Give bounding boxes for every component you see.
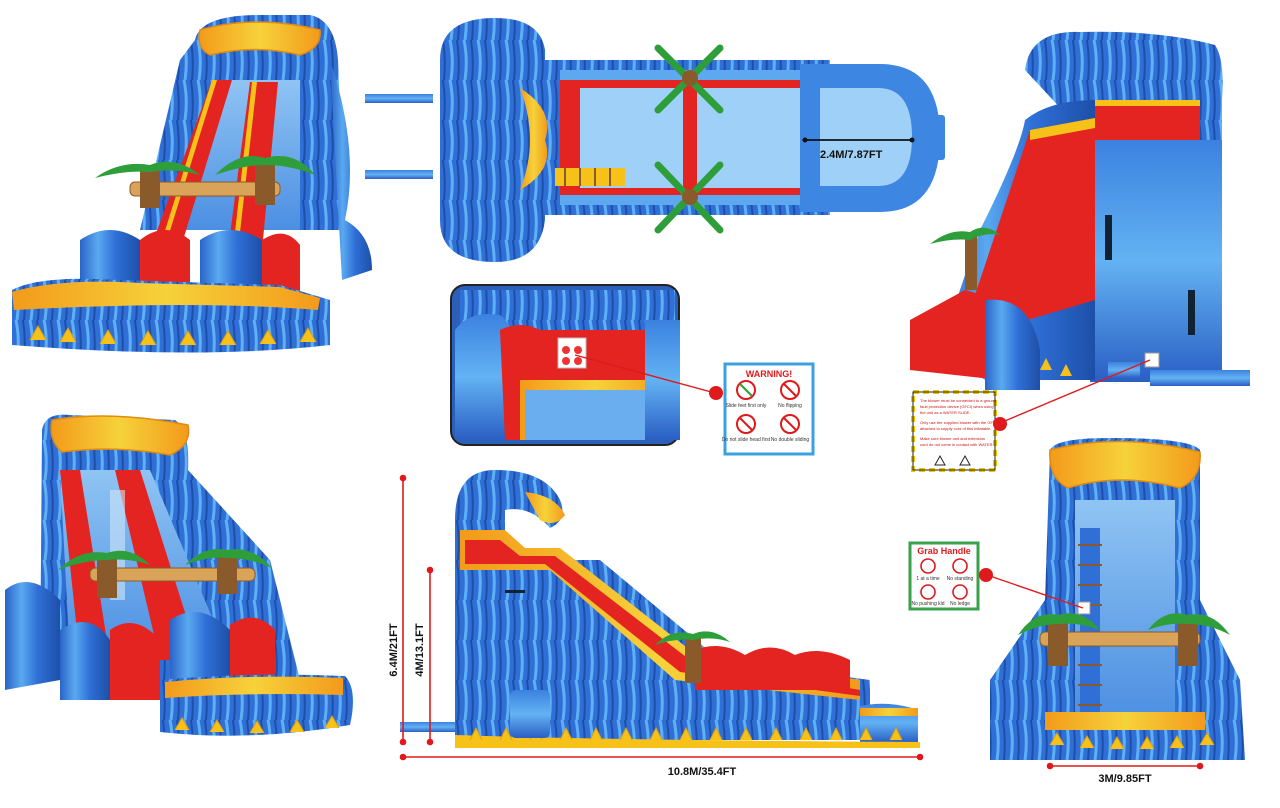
slide-height-label: 4M/13.1FT <box>414 623 426 676</box>
grab-caption: No standing <box>947 576 974 582</box>
sign-line: Make sure blower unit and extension <box>920 436 985 441</box>
sign-line: cord do not come in contact with WATER <box>920 442 993 447</box>
length-label: 10.8M/35.4FT <box>668 766 737 778</box>
sign-line: fault protection device (GFCI) when usin… <box>920 404 994 409</box>
warning-sign: WARNING! Slide feet first only No flippi… <box>722 362 815 456</box>
grab-caption: No ledge <box>950 601 970 607</box>
warning-sign-title: WARNING! <box>746 369 793 379</box>
sign-line: The blower must be connected to a ground <box>920 398 996 403</box>
blower-safety-sign: The blower must be connected to a ground… <box>911 390 997 472</box>
warning-caption: Slide feet first only <box>726 403 767 409</box>
warning-icons <box>736 380 800 434</box>
slide-view-front-left <box>12 15 372 353</box>
sign-line: Only use the supplied blower with the GF… <box>920 420 997 425</box>
grab-handle-sign: Grab Handle 1 at a time No standing No p… <box>908 541 980 611</box>
hazard-icon <box>934 454 971 466</box>
warning-caption: No flipping <box>778 403 802 409</box>
sign-line: the unit as a WATER SLIDE. <box>920 410 971 415</box>
warning-caption: Do not slide head first <box>722 437 771 443</box>
total-height-label: 6.4M/21FT <box>388 623 400 676</box>
slide-view-side: 6.4M/21FT 4M/13.1FT 10.8M/35.4FT <box>388 470 924 778</box>
warning-caption: No double sliding <box>771 437 810 443</box>
grab-caption: No pushing kid <box>911 601 944 607</box>
slide-view-front: 3M/9.85FT <box>990 438 1245 785</box>
sign-line: attached to supply cord of this inflatab… <box>920 426 991 431</box>
slide-view-front-right <box>5 414 354 736</box>
slide-view-top: 2.4M/7.87FT <box>365 18 945 262</box>
width-label: 3M/9.85FT <box>1098 773 1151 785</box>
slide-view-back <box>910 31 1250 390</box>
top-width-label: 2.4M/7.87FT <box>820 149 883 161</box>
grab-caption: 1 at a time <box>916 576 940 582</box>
grab-handle-title: Grab Handle <box>917 546 971 556</box>
detail-zoom-inset <box>450 284 680 446</box>
callout-lines <box>574 354 1151 609</box>
